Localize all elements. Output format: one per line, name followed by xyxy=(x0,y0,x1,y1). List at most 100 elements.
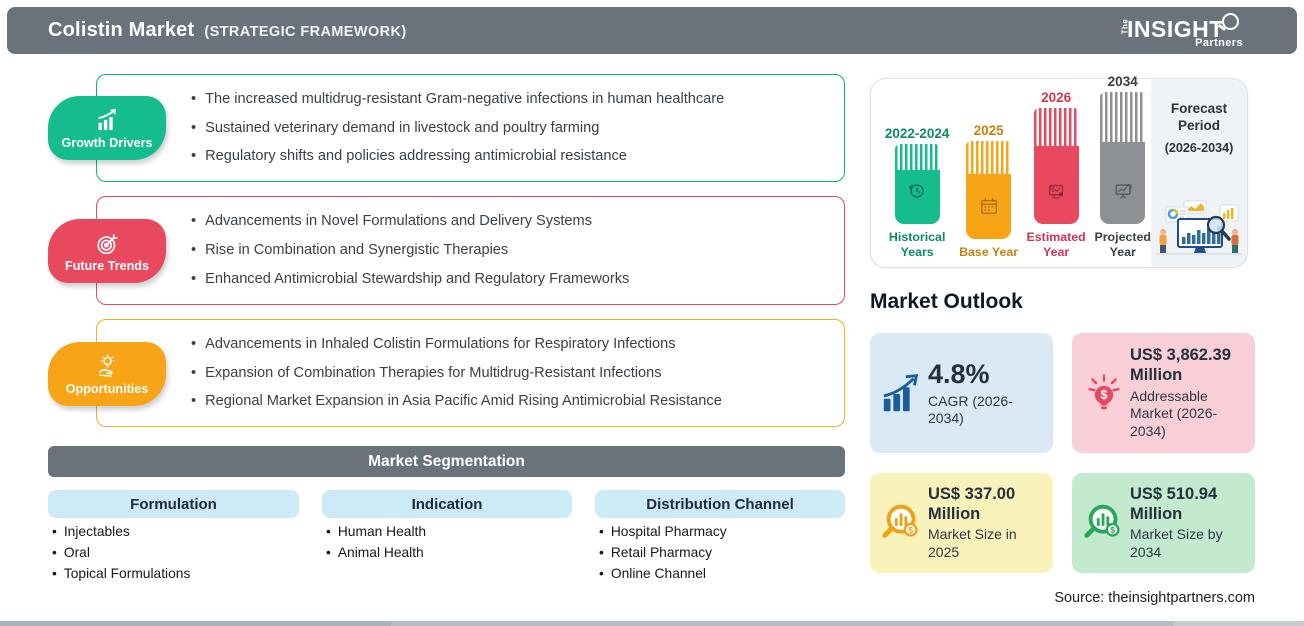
growth-chart-icon xyxy=(876,370,928,416)
presentation-chart-icon xyxy=(1115,184,1132,200)
bar-stripes xyxy=(894,144,940,171)
cagr-value: 4.8% xyxy=(928,359,990,390)
timeline-bar-label: Estimated Year xyxy=(1026,230,1086,259)
timeline-bar-estimated: 2026 Estimated Year xyxy=(1024,90,1089,259)
target-dart-icon xyxy=(96,233,117,254)
market-size-2034-value: US$ 510.94 Million xyxy=(1130,484,1218,523)
header-titles: Colistin Market (STRATEGIC FRAMEWORK) xyxy=(7,19,407,42)
addressable-market-value: US$ 3,862.39 Million xyxy=(1130,345,1231,384)
future-trends-bullet: Advancements in Novel Formulations and D… xyxy=(191,213,844,230)
hand-bulb-icon xyxy=(98,353,114,377)
cagr-card: 4.8% CAGR (2026-2034) xyxy=(870,333,1053,453)
bottom-divider xyxy=(0,621,1304,626)
list-item: Topical Formulations xyxy=(52,566,191,581)
segment-header-label: Distribution Channel xyxy=(646,495,794,513)
list-item: Hospital Pharmacy xyxy=(599,525,727,539)
timeline-bar-label: Projected Year xyxy=(1094,230,1151,259)
cagr-label: CAGR (2026-2034) xyxy=(928,392,1013,427)
opportunities-bullet: Expansion of Combination Therapies for M… xyxy=(191,365,844,382)
market-size-2025-card: $ US$ 337.00 Million Market Size in 2025 xyxy=(870,473,1053,573)
market-size-2025-value: US$ 337.00 Million xyxy=(928,484,1016,523)
timeline-card: 2022-2024 Historical Years 2025 xyxy=(870,74,1248,268)
growth-drivers-pill: Growth Drivers xyxy=(48,96,166,160)
segment-header-label: Indication xyxy=(411,495,483,513)
addressable-market-label: Addressable Market (2026-2034) xyxy=(1130,387,1218,439)
source-attribution: Source: theinsightpartners.com xyxy=(1054,590,1255,606)
segment-header-formulation: Formulation xyxy=(48,490,299,518)
growth-drivers-label: Growth Drivers xyxy=(61,135,153,150)
timeline-bars: 2022-2024 Historical Years 2025 xyxy=(881,74,1153,267)
segment-header-label: Formulation xyxy=(130,495,217,513)
timeline-bar xyxy=(966,140,1012,239)
timeline-bar xyxy=(1033,108,1079,225)
market-outlook-title: Market Outlook xyxy=(870,290,1023,313)
timeline-year: 2026 xyxy=(1041,90,1072,106)
forecast-range: (2026-2034) xyxy=(1164,140,1234,155)
svg-text:$: $ xyxy=(908,525,913,535)
future-trends-pill: Future Trends xyxy=(48,219,166,283)
segment-header-indication: Indication xyxy=(322,490,572,518)
opportunities-bullet: Advancements in Inhaled Colistin Formula… xyxy=(191,336,844,353)
formulation-list: Injectables Oral Topical Formulations xyxy=(52,525,191,581)
timeline-bar-historical: 2022-2024 Historical Years xyxy=(881,126,953,259)
list-item: Retail Pharmacy xyxy=(599,545,727,560)
bulb-dollar-icon: $ xyxy=(1078,370,1130,416)
market-size-2034-label: Market Size by 2034 xyxy=(1130,526,1223,560)
market-size-2025-label: Market Size in 2025 xyxy=(928,526,1017,560)
bar-stripes xyxy=(966,140,1012,174)
magnifier-chart-icon: $ xyxy=(876,500,928,546)
timeline-bar-projected: 2034 Projected Year xyxy=(1092,74,1153,259)
bar-stripes xyxy=(1033,108,1079,147)
calendar-icon xyxy=(980,197,997,214)
list-item: Injectables xyxy=(52,525,190,539)
addressable-market-card: $ US$ 3,862.39 Million Addressable Marke… xyxy=(1072,333,1255,453)
opportunities-pill: Opportunities xyxy=(48,342,166,406)
indication-list: Human Health Animal Health xyxy=(326,525,426,560)
analysts-illustration xyxy=(1156,200,1242,255)
opportunities-label: Opportunities xyxy=(65,381,149,396)
opportunities-bullet: Regional Market Expansion in Asia Pacifi… xyxy=(191,393,844,410)
bar-chart-growth-icon xyxy=(97,108,116,130)
svg-text:$: $ xyxy=(1110,525,1115,535)
company-logo: The INSIGHT Partners xyxy=(1119,13,1249,51)
page-subtitle: (STRATEGIC FRAMEWORK) xyxy=(204,24,407,40)
growth-drivers-bullet: Regulatory shifts and policies addressin… xyxy=(191,148,844,165)
page-title: Colistin Market xyxy=(48,19,195,41)
history-clock-icon xyxy=(909,184,924,199)
header-bar: Colistin Market (STRATEGIC FRAMEWORK) Th… xyxy=(7,7,1297,54)
list-item: Animal Health xyxy=(326,545,426,560)
timeline-year: 2034 xyxy=(1107,74,1138,90)
forecast-panel: Forecast Period (2026-2034) xyxy=(1151,79,1247,267)
opportunities-box: Advancements in Inhaled Colistin Formula… xyxy=(96,319,845,427)
cagr-card-text: 4.8% CAGR (2026-2034) xyxy=(928,358,1043,427)
list-item: Online Channel xyxy=(599,566,727,581)
timeline-bar-label: Historical Years xyxy=(888,230,946,259)
market-size-2034-text: US$ 510.94 Million Market Size by 2034 xyxy=(1130,485,1245,562)
distribution-channel-list: Hospital Pharmacy Retail Pharmacy Online… xyxy=(599,525,727,580)
future-trends-bullet: Enhanced Antimicrobial Stewardship and R… xyxy=(191,271,844,288)
market-segmentation-bar: Market Segmentation xyxy=(48,446,845,477)
growth-drivers-bullet: Sustained veterinary demand in livestock… xyxy=(191,120,844,137)
market-segmentation-title: Market Segmentation xyxy=(368,452,525,470)
bar-stripes xyxy=(1100,92,1146,143)
future-trends-box: Advancements in Novel Formulations and D… xyxy=(96,196,845,305)
segment-header-distribution-channel: Distribution Channel xyxy=(595,490,845,518)
list-item: Oral xyxy=(52,545,190,560)
logo-partners-text: Partners xyxy=(1195,37,1243,49)
monitor-gear-icon xyxy=(1049,185,1064,199)
list-item: Human Health xyxy=(326,525,426,539)
logo-insight-text: INSIGHT xyxy=(1127,16,1224,42)
growth-drivers-box: The increased multidrug-resistant Gram-n… xyxy=(96,74,845,182)
future-trends-label: Future Trends xyxy=(65,258,149,273)
timeline-bar-label: Base Year xyxy=(959,244,1019,259)
timeline-year: 2025 xyxy=(973,122,1004,138)
forecast-title: Forecast Period xyxy=(1170,101,1228,133)
market-size-2034-card: $ US$ 510.94 Million Market Size by 2034 xyxy=(1072,473,1255,573)
timeline-bar xyxy=(894,144,940,225)
timeline-year: 2022-2024 xyxy=(884,126,950,142)
timeline-bar xyxy=(1100,92,1146,225)
svg-text:$: $ xyxy=(1101,388,1108,402)
growth-drivers-bullet: The increased multidrug-resistant Gram-n… xyxy=(191,91,844,108)
addressable-market-text: US$ 3,862.39 Million Addressable Market … xyxy=(1130,346,1245,440)
timeline-bar-base: 2025 Base Year xyxy=(957,123,1020,259)
